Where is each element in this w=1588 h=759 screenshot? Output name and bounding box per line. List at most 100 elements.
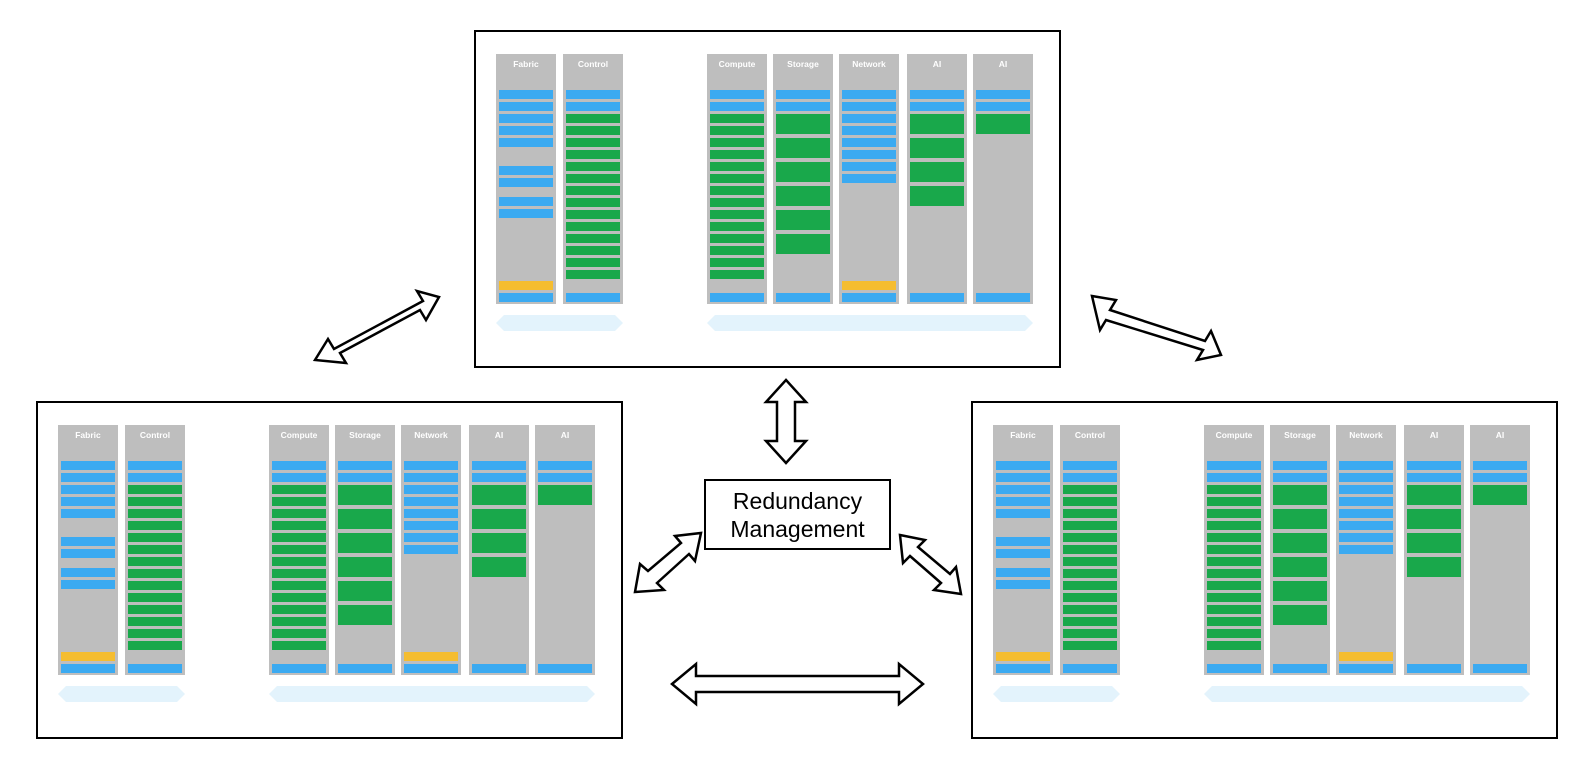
column-title: Storage <box>787 59 819 69</box>
blue-slot <box>842 102 896 111</box>
blue-slot <box>910 293 964 302</box>
green-slot <box>1207 545 1261 554</box>
blue-slot <box>538 664 592 673</box>
green-slot <box>1207 557 1261 566</box>
green-slot <box>128 629 182 638</box>
blue-slot <box>61 568 115 577</box>
blue-slot <box>499 178 553 187</box>
green-slot <box>566 126 620 135</box>
green-slot <box>566 258 620 267</box>
green-slot <box>1273 533 1327 553</box>
redundancy-management-box: Redundancy Management <box>704 479 891 550</box>
blue-slot <box>472 461 526 470</box>
blue-slot <box>776 102 830 111</box>
green-slot <box>338 485 392 505</box>
blue-slot <box>1207 664 1261 673</box>
green-slot <box>1473 485 1527 505</box>
blue-slot <box>910 90 964 99</box>
blue-slot <box>404 521 458 530</box>
green-slot <box>1063 545 1117 554</box>
yellow-slot <box>842 281 896 290</box>
column-title: Network <box>414 430 448 440</box>
yellow-slot <box>499 281 553 290</box>
green-slot <box>710 234 764 243</box>
group-band <box>707 315 1033 331</box>
column-ai: AI <box>469 425 529 675</box>
green-slot <box>710 162 764 171</box>
column-title: Control <box>139 430 171 440</box>
green-slot <box>272 581 326 590</box>
green-slot <box>272 641 326 650</box>
column-title: Network <box>852 59 886 69</box>
blue-slot <box>710 90 764 99</box>
column-fabric: Fabric <box>993 425 1053 675</box>
green-slot <box>1273 557 1327 577</box>
column-ai: AI <box>907 54 967 304</box>
green-slot <box>566 138 620 147</box>
redundancy-management-label: Redundancy Management <box>730 487 865 542</box>
column-fabric: Fabric <box>58 425 118 675</box>
blue-slot <box>272 664 326 673</box>
green-slot <box>128 617 182 626</box>
green-slot <box>338 581 392 601</box>
green-slot <box>566 234 620 243</box>
blue-slot <box>128 473 182 482</box>
green-slot <box>566 174 620 183</box>
green-slot <box>272 533 326 542</box>
blue-slot <box>61 497 115 506</box>
blue-slot <box>1273 664 1327 673</box>
green-slot <box>566 150 620 159</box>
green-slot <box>1063 569 1117 578</box>
blue-slot <box>61 461 115 470</box>
green-slot <box>776 210 830 230</box>
arrow-left-top <box>312 288 441 365</box>
blue-slot <box>272 473 326 482</box>
blue-slot <box>499 209 553 218</box>
green-slot <box>710 174 764 183</box>
green-slot <box>1273 605 1327 625</box>
green-slot <box>1063 533 1117 542</box>
green-slot <box>128 581 182 590</box>
blue-slot <box>538 473 592 482</box>
yellow-slot <box>61 652 115 661</box>
green-slot <box>1207 617 1261 626</box>
blue-slot <box>910 102 964 111</box>
green-slot <box>710 222 764 231</box>
blue-slot <box>538 461 592 470</box>
green-slot <box>566 186 620 195</box>
blue-slot <box>996 568 1050 577</box>
blue-slot <box>1339 664 1393 673</box>
green-slot <box>1207 569 1261 578</box>
green-slot <box>1207 485 1261 494</box>
blue-slot <box>1273 461 1327 470</box>
green-slot <box>566 246 620 255</box>
blue-slot <box>61 664 115 673</box>
column-title: Compute <box>1215 430 1253 440</box>
green-slot <box>472 533 526 553</box>
green-slot <box>1407 509 1461 529</box>
column-title: AI <box>932 59 942 69</box>
blue-slot <box>566 90 620 99</box>
blue-slot <box>128 461 182 470</box>
green-slot <box>128 641 182 650</box>
column-compute: Compute <box>1204 425 1264 675</box>
blue-slot <box>1339 533 1393 542</box>
column-control: Control <box>563 54 623 304</box>
column-storage: Storage <box>1270 425 1330 675</box>
green-slot <box>128 533 182 542</box>
blue-slot <box>1339 497 1393 506</box>
group-band <box>58 686 185 702</box>
column-title: Storage <box>349 430 381 440</box>
blue-slot <box>842 138 896 147</box>
blue-slot <box>842 162 896 171</box>
column-ai: AI <box>535 425 595 675</box>
arrow-top-right <box>1090 294 1223 362</box>
blue-slot <box>404 473 458 482</box>
column-title: AI <box>560 430 570 440</box>
blue-slot <box>996 580 1050 589</box>
group-band <box>993 686 1120 702</box>
green-slot <box>1063 617 1117 626</box>
green-slot <box>472 509 526 529</box>
green-slot <box>128 557 182 566</box>
green-slot <box>338 533 392 553</box>
